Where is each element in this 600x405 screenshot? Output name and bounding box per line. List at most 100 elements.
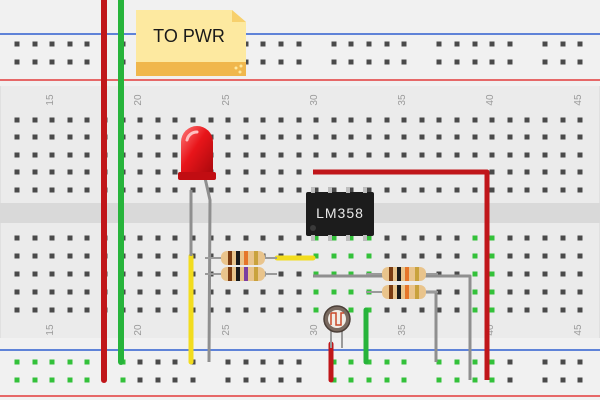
breadboard-hole: [137, 117, 143, 123]
breadboard-hole: [436, 271, 442, 277]
breadboard-hole: [384, 307, 390, 313]
breadboard-hole: [49, 59, 55, 65]
breadboard-hole: [507, 253, 513, 259]
resistor-2[interactable]: [205, 267, 277, 281]
note-paper: [136, 10, 246, 76]
breadboard-hole: [155, 169, 161, 175]
breadboard-hole: [260, 41, 266, 47]
breadboard-hole: [260, 117, 266, 123]
breadboard-hole: [542, 134, 548, 140]
breadboard-hole: [454, 307, 460, 313]
breadboard-hole: [84, 187, 90, 193]
breadboard-hole: [472, 235, 478, 241]
breadboard-hole: [454, 235, 460, 241]
led-rim: [178, 172, 216, 180]
breadboard-hole: [366, 377, 372, 383]
note-bottom-band: [136, 62, 246, 76]
breadboard-hole: [331, 152, 337, 158]
breadboard-hole: [155, 359, 161, 365]
gray-output-wire[interactable]: [313, 274, 472, 380]
breadboard-hole: [507, 271, 513, 277]
breadboard-hole: [577, 117, 583, 123]
breadboard-hole: [542, 377, 548, 383]
breadboard-hole: [472, 134, 478, 140]
breadboard-hole: [296, 117, 302, 123]
breadboard-hole: [137, 359, 143, 365]
breadboard-hole: [14, 152, 20, 158]
breadboard-hole: [348, 59, 354, 65]
breadboard-hole: [49, 359, 55, 365]
breadboard-hole: [472, 271, 478, 277]
breadboard-hole: [32, 59, 38, 65]
breadboard-hole: [32, 377, 38, 383]
breadboard-hole: [225, 187, 231, 193]
breadboard-hole: [524, 289, 530, 295]
breadboard-hole: [137, 187, 143, 193]
breadboard-hole: [577, 152, 583, 158]
breadboard-hole: [331, 289, 337, 295]
breadboard-hole: [49, 271, 55, 277]
bottom-power-rail: [0, 338, 600, 400]
breadboard-hole: [296, 134, 302, 140]
breadboard-hole: [49, 289, 55, 295]
breadboard-hole: [577, 289, 583, 295]
breadboard-hole: [84, 59, 90, 65]
top-column-number: 25: [221, 94, 232, 106]
breadboard-hole: [436, 253, 442, 259]
breadboard-hole: [243, 377, 249, 383]
breadboard-hole: [243, 307, 249, 313]
breadboard-hole: [436, 152, 442, 158]
red-led[interactable]: [178, 126, 216, 180]
ic-chip[interactable]: LM358: [306, 187, 374, 241]
breadboard-hole: [49, 377, 55, 383]
breadboard-hole: [524, 253, 530, 259]
top-column-number: 45: [573, 94, 584, 106]
breadboard-hole: [366, 59, 372, 65]
resistor-3[interactable]: [366, 267, 438, 281]
breadboard-hole: [366, 307, 372, 313]
breadboard-hole: [260, 359, 266, 365]
breadboard-hole: [225, 169, 231, 175]
breadboard-hole: [560, 289, 566, 295]
red-supply-wire[interactable]: [313, 169, 490, 380]
breadboard-hole: [278, 377, 284, 383]
breadboard-hole: [155, 253, 161, 259]
breadboard-hole: [84, 117, 90, 123]
breadboard-hole: [67, 235, 73, 241]
breadboard-hole: [208, 187, 214, 193]
breadboard-hole: [384, 41, 390, 47]
breadboard-hole: [14, 307, 20, 313]
breadboard-hole: [137, 253, 143, 259]
breadboard-hole: [155, 307, 161, 313]
breadboard-hole: [436, 289, 442, 295]
breadboard-hole: [524, 271, 530, 277]
resistor-4[interactable]: [366, 285, 438, 299]
breadboard-hole: [560, 253, 566, 259]
breadboard-hole: [32, 235, 38, 241]
breadboard-hole: [577, 271, 583, 277]
breadboard-hole: [313, 235, 319, 241]
breadboard-hole: [348, 359, 354, 365]
breadboard-hole: [419, 253, 425, 259]
breadboard-hole: [384, 359, 390, 365]
breadboard-hole: [155, 271, 161, 277]
breadboard-hole: [507, 377, 513, 383]
breadboard-hole: [172, 187, 178, 193]
breadboard-hole: [137, 377, 143, 383]
top-column-number: 40: [485, 94, 496, 106]
breadboard-hole: [243, 152, 249, 158]
breadboard-hole: [331, 41, 337, 47]
breadboard-hole: [225, 134, 231, 140]
breadboard-hole: [190, 377, 196, 383]
breadboard-hole: [454, 253, 460, 259]
breadboard-hole: [296, 152, 302, 158]
resistor-1[interactable]: [205, 251, 277, 265]
breadboard-hole: [67, 41, 73, 47]
photoresistor[interactable]: [323, 305, 351, 348]
breadboard-hole: [313, 117, 319, 123]
breadboard-hole: [243, 187, 249, 193]
breadboard-hole: [67, 117, 73, 123]
breadboard-hole: [296, 377, 302, 383]
